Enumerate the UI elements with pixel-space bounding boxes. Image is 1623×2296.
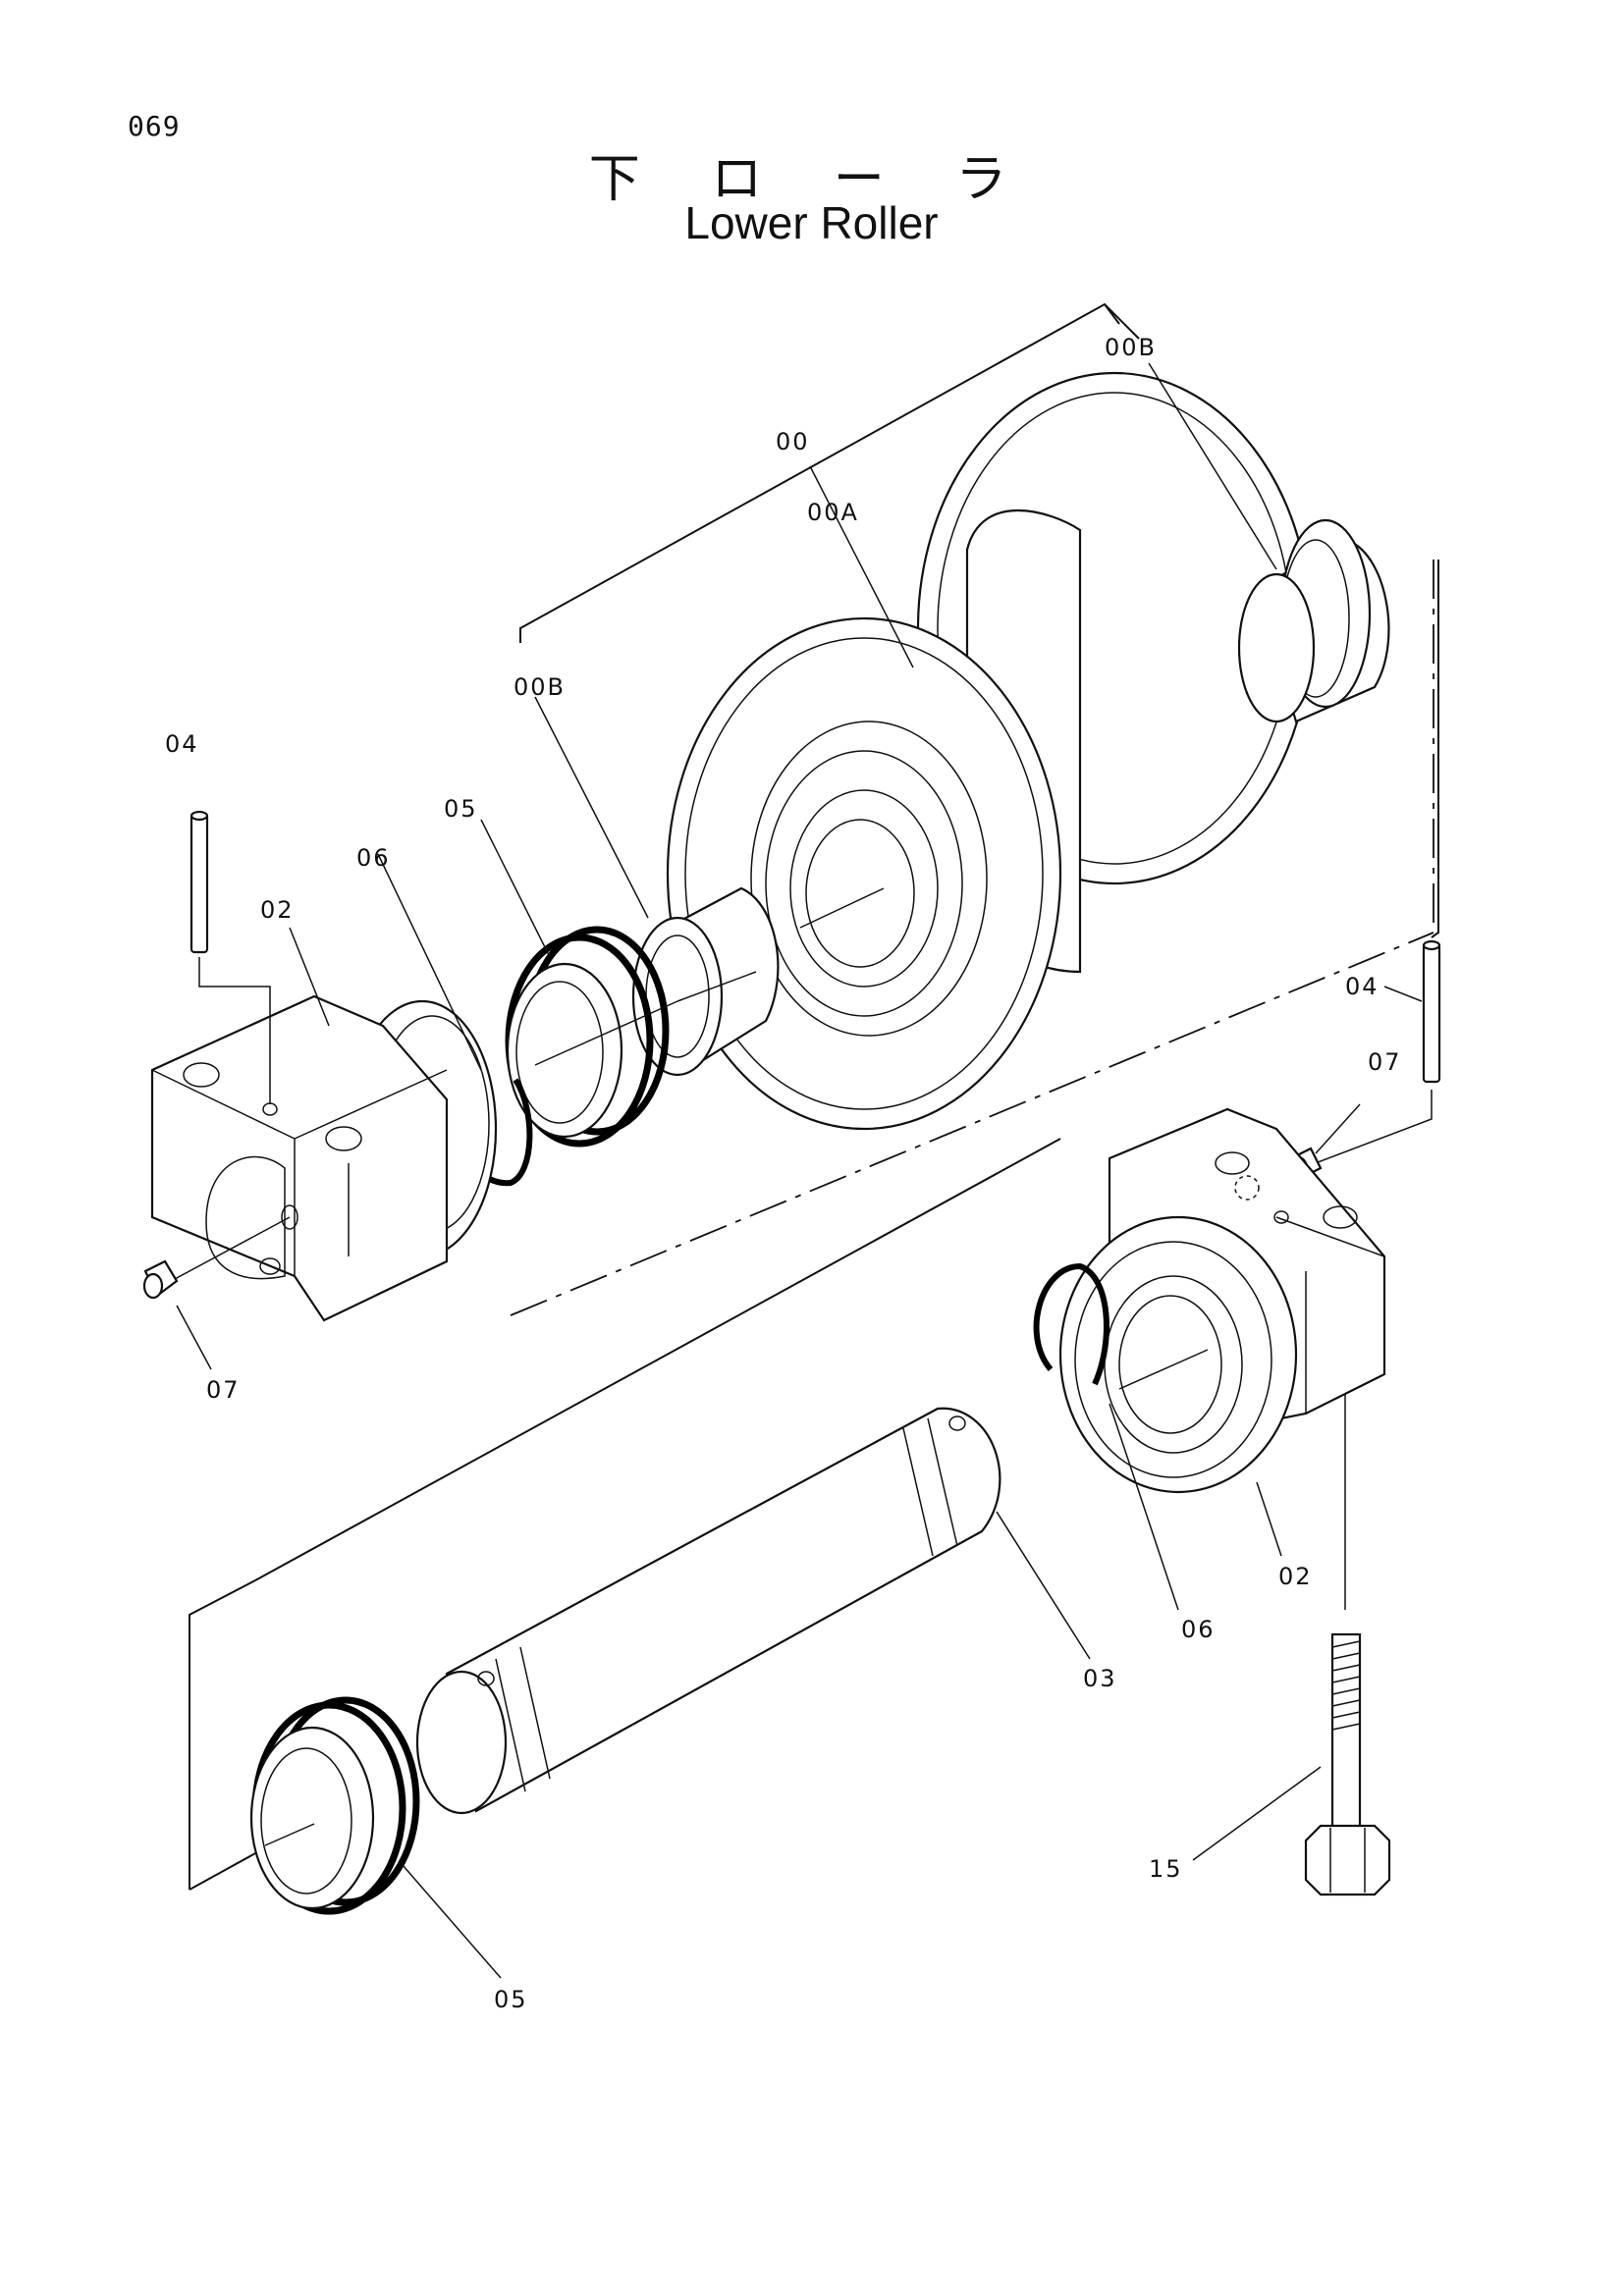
assembly-bracket [189, 302, 1439, 1891]
callout-00b-top: 00B [1105, 334, 1157, 361]
callout-07-right: 07 [1368, 1048, 1402, 1076]
callout-07-left: 07 [206, 1376, 241, 1404]
callout-02-left: 02 [260, 896, 295, 924]
bushing-left [631, 886, 780, 1077]
callout-05-top: 05 [444, 795, 478, 823]
callout-15: 15 [1149, 1855, 1183, 1883]
bushing-right [1237, 518, 1390, 723]
callout-00: 00 [776, 428, 810, 455]
shaft [415, 1407, 1001, 1815]
seal-bottom [249, 1696, 420, 1915]
callout-00a: 00A [807, 499, 859, 526]
callout-05-bottom: 05 [494, 1986, 528, 2013]
title-japanese: 下 ロ ー ラ [588, 150, 1035, 209]
callout-04-right: 04 [1345, 973, 1380, 1000]
leader-lines [176, 362, 1423, 1979]
callout-06-right: 06 [1181, 1616, 1216, 1643]
callout-04-left: 04 [165, 730, 199, 758]
callout-06-left: 06 [356, 844, 391, 872]
callout-00b-left: 00B [514, 673, 566, 701]
page-number: 069 [128, 110, 181, 142]
snap-ring-right [1033, 1262, 1109, 1386]
collar-right [1058, 1107, 1386, 1494]
pin-left [189, 810, 271, 1104]
callout-03: 03 [1083, 1665, 1117, 1692]
bolt [1304, 1394, 1391, 1896]
title-english: Lower Roller [684, 197, 939, 248]
set-screw-left [142, 1259, 179, 1300]
callout-02-right: 02 [1278, 1563, 1313, 1590]
seal-top [505, 926, 678, 1148]
collar-left [150, 994, 498, 1322]
